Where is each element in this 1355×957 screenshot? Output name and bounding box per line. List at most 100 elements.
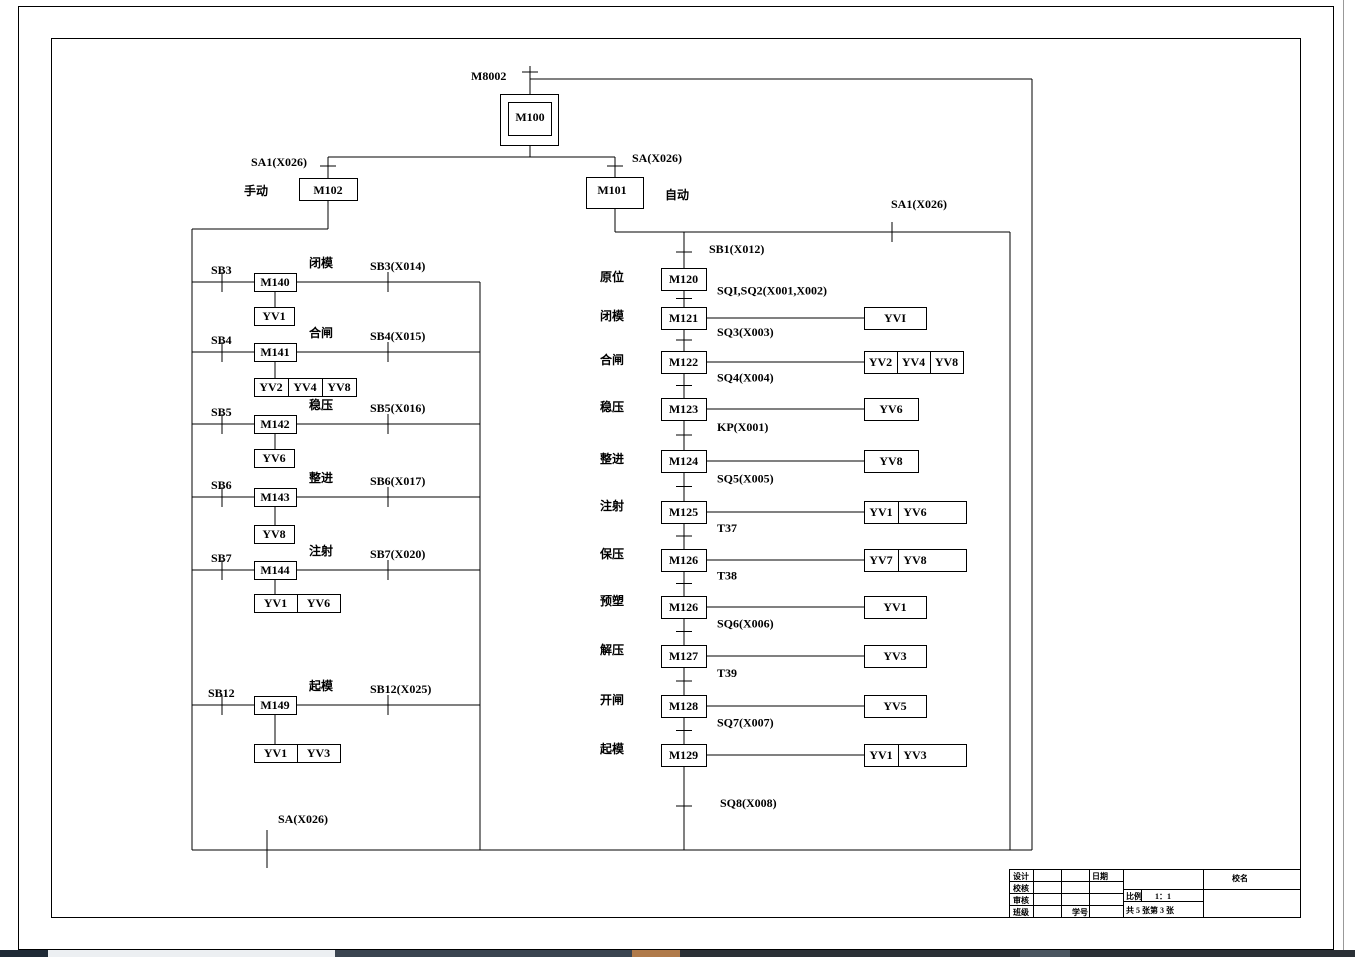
manual-reset-3: SB6(X017) <box>370 474 425 488</box>
manual-output-3: YV8 <box>254 525 295 544</box>
auto-step-box-7: M126 <box>661 596 707 619</box>
auto-transition-3: KP(X001) <box>717 420 768 434</box>
manual-action-1: 合闸 <box>309 325 333 340</box>
auto-transition-2: SQ4(X004) <box>717 371 774 385</box>
manual-output-1-cell-1: YV4 <box>293 380 316 394</box>
title-block <box>1009 869 1301 918</box>
manual-step-box-5: M149 <box>254 696 297 715</box>
manual-mode-step: M102 <box>299 178 358 201</box>
auto-output-8: YV3 <box>864 645 927 668</box>
manual-step-box-2-label: M142 <box>260 417 289 431</box>
manual-step-box-4-label: M144 <box>260 563 289 577</box>
manual-step-box-3-label: M143 <box>260 490 289 504</box>
tb-class: 班级 <box>1013 907 1030 917</box>
manual-button-2: SB5 <box>211 405 232 419</box>
auto-output-2-cell-2: YV8 <box>935 355 958 369</box>
manual-output-0: YV1 <box>254 307 295 326</box>
auto-output-3: YV6 <box>864 398 919 421</box>
auto-step-box-2-label: M122 <box>669 355 698 369</box>
auto-output-5-cell-1: YV6 <box>903 505 926 519</box>
tb-scale-label: 比例 <box>1126 891 1142 901</box>
manual-action-4: 注射 <box>309 543 333 558</box>
auto-step-box-8-label: M127 <box>669 649 698 663</box>
auto-stage-3: 稳压 <box>600 399 624 414</box>
auto-step-1: 闭模 M121 YVI SQ3(X003) <box>600 307 927 341</box>
auto-step-box-10: M129 <box>661 744 707 767</box>
manual-action-5: 起模 <box>308 678 334 693</box>
auto-transition-1: SQ3(X003) <box>717 325 774 339</box>
auto-step-box-1: M121 <box>661 307 707 330</box>
manual-button-1: SB4 <box>211 333 232 347</box>
auto-output-2-cell-0: YV2 <box>869 355 892 369</box>
auto-output-2: YV2 YV4 YV8 <box>864 351 964 374</box>
auto-mode-label: 自动 <box>665 187 689 202</box>
inner-border <box>51 38 1301 918</box>
auto-output-6-cell-0: YV7 <box>869 553 892 567</box>
outer-border <box>18 6 1334 950</box>
auto-output-4-cell-0: YV8 <box>879 454 902 468</box>
auto-output-6: YV7 YV8 <box>864 549 967 572</box>
auto-output-1: YVI <box>864 307 927 330</box>
auto-stage-8: 解压 <box>600 642 624 657</box>
manual-step-box-0: M140 <box>254 273 297 292</box>
manual-reset-4: SB7(X020) <box>370 547 425 561</box>
auto-step-box-1-label: M121 <box>669 311 698 325</box>
auto-output-5-cell-0: YV1 <box>869 505 892 519</box>
auto-transition-0: SQI,SQ2(X001,X002) <box>717 284 827 298</box>
auto-output-9: YV5 <box>864 695 927 718</box>
manual-step-box-4: M144 <box>254 561 297 580</box>
auto-step-box-3-label: M123 <box>669 402 698 416</box>
manual-mode-label: 手动 <box>244 183 268 198</box>
manual-step-box-1-label: M141 <box>260 345 289 359</box>
manual-action-2: 稳压 <box>309 397 333 412</box>
auto-end-condition: SQ8(X008) <box>720 796 777 810</box>
manual-step-box-3: M143 <box>254 488 297 507</box>
auto-step-box-2: M122 <box>661 351 707 374</box>
initial-step-outer <box>500 94 559 146</box>
auto-step-box-9: M128 <box>661 695 707 718</box>
auto-transition-6: T38 <box>717 569 737 583</box>
manual-return-condition: SA(X026) <box>278 812 328 826</box>
manual-step-box-2: M142 <box>254 415 297 434</box>
auto-stage-9: 开闸 <box>600 692 624 707</box>
tb-review: 审核 <box>1013 895 1029 905</box>
auto-output-2-cell-1: YV4 <box>902 355 925 369</box>
manual-output-2-cell-0: YV6 <box>262 451 285 465</box>
auto-step-box-6-label: M126 <box>669 553 698 567</box>
auto-step-box-8: M127 <box>661 645 707 668</box>
auto-stage-6: 保压 <box>599 546 624 561</box>
auto-output-8-cell-0: YV3 <box>883 649 906 663</box>
manual-step-box-0-label: M140 <box>260 275 289 289</box>
auto-stage-7: 预塑 <box>600 593 624 608</box>
auto-start-condition: SB1(X012) <box>709 242 764 256</box>
manual-output-0-cell-0: YV1 <box>262 309 285 323</box>
manual-output-4-cell-0: YV1 <box>264 596 287 610</box>
manual-mode-step-label: M102 <box>313 183 342 197</box>
auto-output-6-cell-1: YV8 <box>903 553 926 567</box>
manual-button-5: SB12 <box>208 686 235 700</box>
auto-stage-1: 闭模 <box>600 308 625 323</box>
manual-reset-1: SB4(X015) <box>370 329 425 343</box>
auto-transition-9: SQ7(X007) <box>717 716 774 730</box>
manual-step-box-1: M141 <box>254 343 297 362</box>
auto-step-box-6: M126 <box>661 549 707 572</box>
initial-step: M100 <box>508 102 552 136</box>
auto-transition-7: SQ6(X006) <box>717 617 774 631</box>
auto-output-1-cell-0: YVI <box>884 311 906 325</box>
